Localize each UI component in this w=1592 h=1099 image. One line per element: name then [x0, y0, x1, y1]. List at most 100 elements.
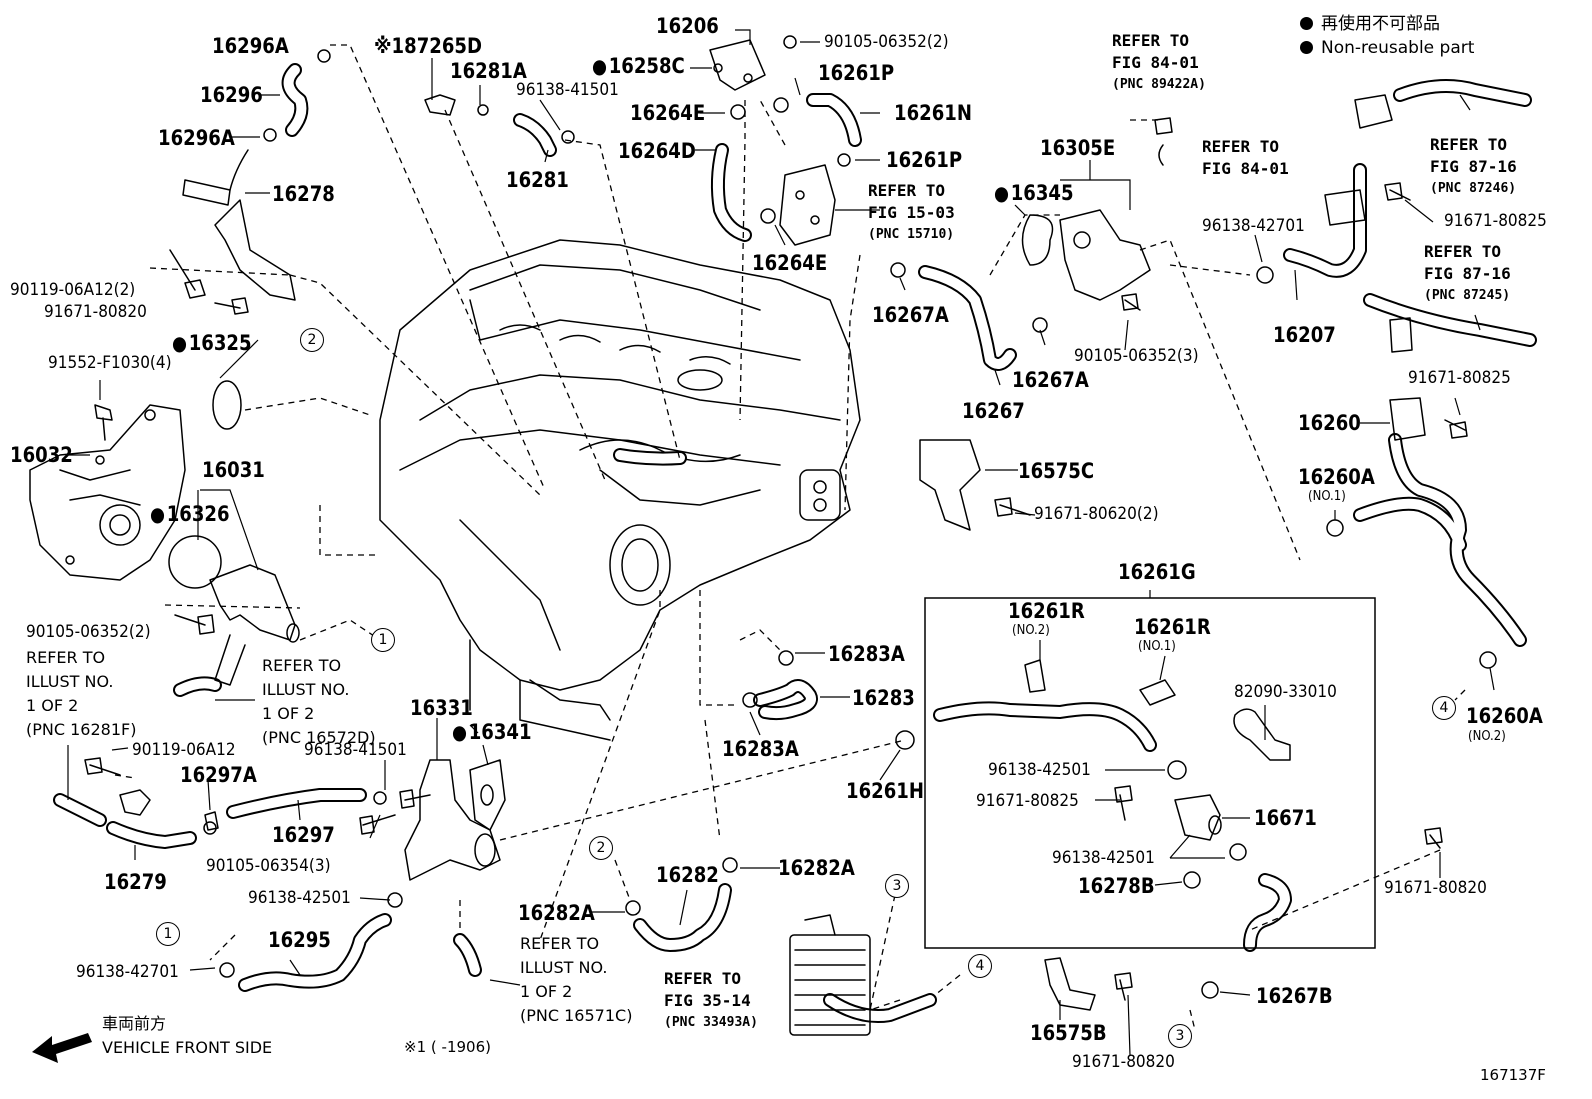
part-label: 16264D — [618, 139, 696, 163]
part-label: 96138-41501 — [304, 740, 407, 760]
marker-1: 1 — [156, 922, 180, 946]
part-label: 16260A — [1298, 465, 1375, 489]
part-label: 16261G — [1118, 560, 1196, 584]
part-label: 91671-80620(2) — [1034, 504, 1159, 524]
components — [29, 35, 1497, 1036]
part-label: 16282A — [778, 856, 855, 880]
part-label: 16261P — [886, 148, 963, 172]
part-label: 16267A — [872, 303, 949, 327]
marker-2: 2 — [300, 328, 324, 352]
part-label: 16206 — [656, 14, 719, 38]
part-label: 96138-42501 — [1052, 848, 1155, 868]
part-label: 16295 — [268, 928, 331, 952]
part-label: 16261P — [818, 61, 895, 85]
part-label: 16305E — [1040, 136, 1116, 160]
part-label: 91671-80820 — [44, 302, 147, 322]
part-label: 90105-06352(3) — [1074, 346, 1199, 366]
legend: 再使用不可部品 Non-reusable part — [1300, 12, 1474, 60]
part-label: 16281A — [450, 59, 527, 83]
part-label: (NO.2) — [1468, 729, 1506, 744]
part-label: 16345 — [994, 183, 1074, 204]
part-label: 16279 — [104, 870, 167, 894]
legend-en: Non-reusable part — [1321, 38, 1475, 58]
part-label: 16032 — [10, 443, 73, 467]
part-label: 96138-41501 — [516, 80, 619, 100]
part-label: 16283 — [852, 686, 915, 710]
part-label: 91671-80825 — [976, 791, 1079, 811]
part-label: 90119-06A12(2) — [10, 280, 136, 300]
part-label: 16341 — [452, 722, 532, 743]
part-label: 16264E — [630, 101, 706, 125]
marker-1: 1 — [371, 628, 395, 652]
marker-4: 4 — [968, 954, 992, 978]
figure-id: 167137F — [1480, 1066, 1546, 1084]
part-label: (NO.1) — [1308, 489, 1346, 504]
part-label: 16296 — [200, 83, 263, 107]
engine-block — [379, 239, 861, 741]
part-label: 91671-80825 — [1408, 368, 1511, 388]
bullet-icon — [1300, 17, 1313, 30]
part-label: 16260 — [1298, 411, 1361, 435]
part-label: 16267 — [962, 399, 1025, 423]
part-label: 16267B — [1256, 984, 1333, 1008]
part-label: 16325 — [172, 333, 252, 354]
part-label: 90105-06352(2) — [26, 622, 151, 642]
part-label: 16283A — [828, 642, 905, 666]
part-label: 16297A — [180, 763, 257, 787]
marker-2: 2 — [589, 836, 613, 860]
part-label: 16261R — [1008, 599, 1085, 623]
part-label: 16671 — [1254, 806, 1317, 830]
part-label: 16296A — [158, 126, 235, 150]
part-label: 16575C — [1018, 459, 1095, 483]
part-label: 16261H — [846, 779, 924, 803]
part-label: 16296A — [212, 34, 289, 58]
part-label: 16264E — [752, 251, 828, 275]
leader-lines — [114, 44, 1466, 1031]
part-label: 16260A — [1466, 704, 1543, 728]
part-label: 16031 — [202, 458, 265, 482]
part-label: (NO.1) — [1138, 639, 1176, 654]
part-label: 16297 — [272, 823, 335, 847]
part-label: 16282A — [518, 901, 595, 925]
legend-jp: 再使用不可部品 — [1321, 14, 1440, 34]
part-label: 82090-33010 — [1234, 682, 1337, 702]
part-label: 91671-80820 — [1072, 1052, 1175, 1072]
part-label: 96138-42501 — [248, 888, 351, 908]
part-label: 16326 — [150, 504, 230, 525]
part-label: ※187265D — [374, 34, 482, 58]
marker-3: 3 — [885, 874, 909, 898]
part-label: (NO.2) — [1012, 623, 1050, 638]
part-label: 96138-42701 — [76, 962, 179, 982]
part-label: 16267A — [1012, 368, 1089, 392]
leader-lines-solid — [66, 29, 1495, 1056]
marker-4: 4 — [1432, 696, 1456, 720]
part-label: 16331 — [410, 696, 473, 720]
bullet-icon — [1300, 41, 1313, 54]
part-label: 96138-42701 — [1202, 216, 1305, 236]
part-label: 96138-42501 — [988, 760, 1091, 780]
part-label: 16282 — [656, 863, 719, 887]
front-arrow-icon — [32, 1033, 92, 1063]
part-label: 16278 — [272, 182, 335, 206]
part-label: 91671-80820 — [1384, 878, 1487, 898]
part-label: 90105-06352(2) — [824, 32, 949, 52]
part-label: 16281 — [506, 168, 569, 192]
part-label: 16283A — [722, 737, 799, 761]
part-label: 16207 — [1273, 323, 1336, 347]
part-label: 16575B — [1030, 1021, 1107, 1045]
part-label: 90119-06A12 — [132, 740, 236, 760]
part-label: 16258C — [592, 56, 685, 77]
part-label: 91552-F1030(4) — [48, 353, 172, 373]
part-label: 16261R — [1134, 615, 1211, 639]
